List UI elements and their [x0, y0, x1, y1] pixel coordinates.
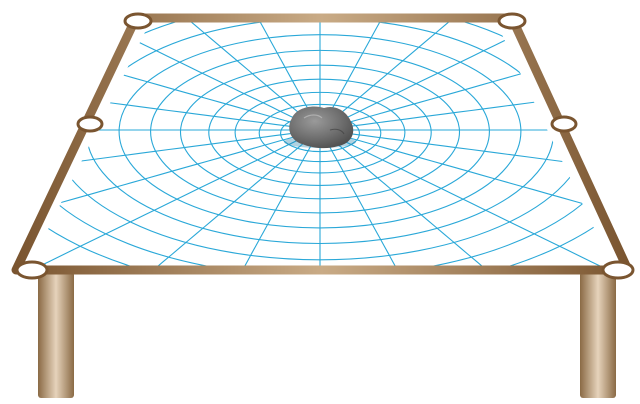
peg-bottom-right — [603, 262, 633, 278]
peg-bottom-left — [17, 262, 47, 278]
leg-right — [580, 272, 616, 398]
peg-mid-right — [552, 117, 576, 131]
table-legs — [38, 272, 616, 398]
peg-top-right — [499, 14, 525, 28]
peg-top-left — [125, 14, 151, 28]
leg-left — [38, 272, 74, 398]
peg-mid-left — [78, 117, 102, 131]
